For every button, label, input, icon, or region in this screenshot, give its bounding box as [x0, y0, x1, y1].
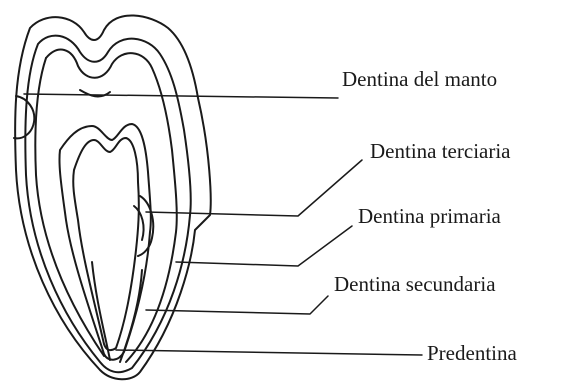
enamel-dentin-junction	[25, 36, 190, 373]
leader-line-terciaria	[146, 160, 362, 216]
label-dentina-primaria: Dentina primaria	[358, 206, 501, 227]
leader-line-secundaria	[146, 296, 328, 314]
label-predentina: Predentina	[427, 343, 517, 364]
enamel-outer-outline	[15, 15, 211, 379]
pulp-cavity	[73, 138, 139, 350]
label-dentina-del-manto: Dentina del manto	[342, 69, 497, 90]
label-dentina-terciaria: Dentina terciaria	[370, 141, 511, 162]
leader-line-predentina	[116, 350, 422, 355]
mantle-dentin-left-line	[35, 58, 104, 356]
leader-line-manto	[24, 94, 338, 98]
enamel-notch	[14, 96, 34, 138]
label-dentina-secundaria: Dentina secundaria	[334, 274, 496, 295]
leader-line-primaria	[176, 226, 352, 266]
